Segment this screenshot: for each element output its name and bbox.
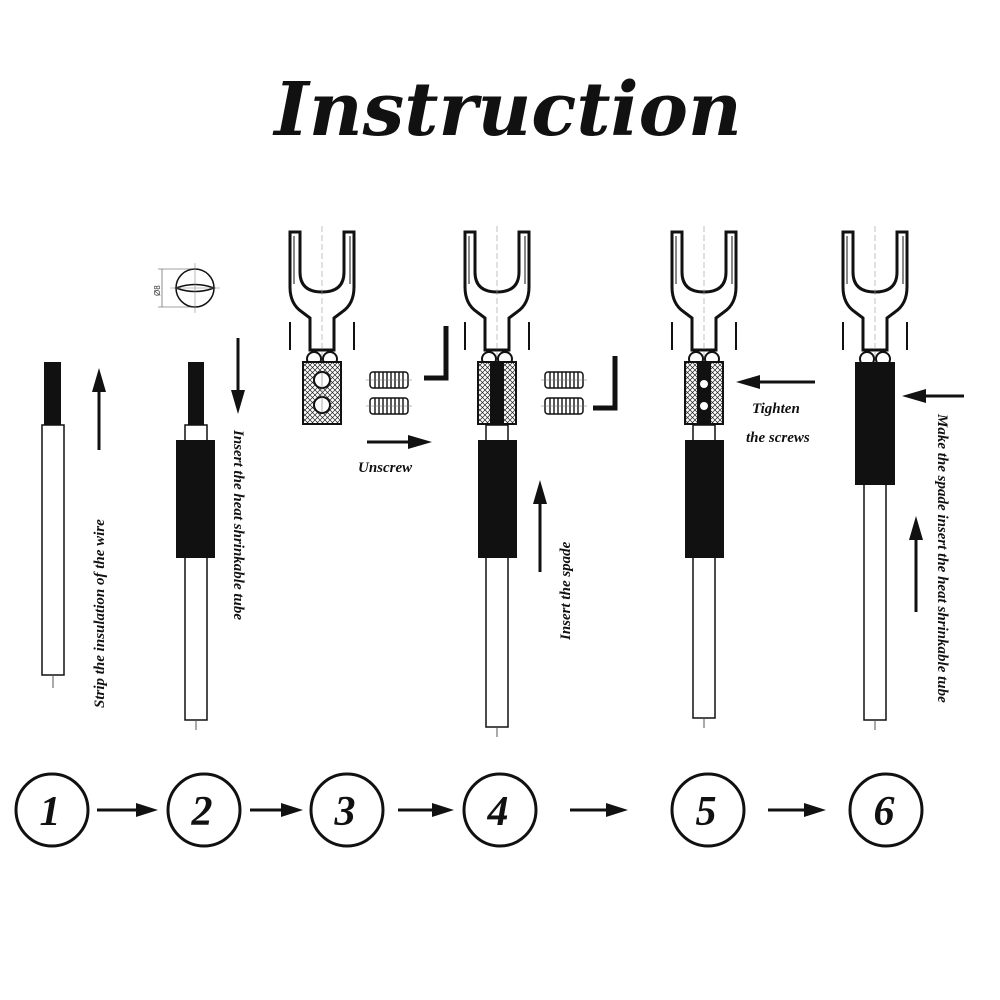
step2-label: Insert the heat shrinkable tube [230, 429, 246, 620]
step1-label: Strip the insulation of the wire [92, 519, 108, 708]
step3-label: Unscrew [358, 460, 413, 476]
step-number-3: 3 [309, 772, 385, 848]
step4-label: Insert the spade [558, 541, 574, 641]
step6-label: Make the spade insert the heat shrinkabl… [934, 413, 950, 703]
step3-spade-terminal [288, 224, 356, 425]
sequence-arrow [570, 803, 628, 817]
step2-arrow-down [231, 338, 245, 414]
step6-assembly [841, 224, 909, 730]
dimension-label: Ø8 [153, 285, 162, 296]
step-number-1: 1 [14, 772, 90, 848]
step3-allen-key [424, 326, 446, 378]
step-number-4: 4 [462, 772, 538, 848]
step4-allen-key [593, 356, 615, 408]
svg-text:1: 1 [40, 789, 61, 835]
sequence-arrow [768, 803, 826, 817]
svg-text:5: 5 [696, 789, 717, 835]
step-number-6: 6 [848, 772, 924, 848]
step3-screws [365, 371, 413, 415]
step5-label-line1: Tighten [752, 401, 800, 417]
step-number-5: 5 [670, 772, 746, 848]
step-number-2: 2 [166, 772, 242, 848]
step3-arrow-right [367, 435, 432, 449]
sequence-arrow [250, 803, 303, 817]
svg-text:2: 2 [191, 789, 213, 835]
step4-screws [540, 371, 588, 415]
step5-assembly [670, 224, 738, 728]
step4-arrow-up [533, 480, 547, 572]
sequence-arrow [398, 803, 454, 817]
sequence-arrow [97, 803, 158, 817]
step1-arrow-up [92, 368, 106, 450]
page-title: Instruction [272, 67, 742, 153]
step5-arrow-left [736, 375, 815, 389]
step5-label-line2: the screws [746, 430, 810, 446]
dimension-circle [158, 263, 220, 313]
step1-wire-stripped [41, 362, 65, 688]
step6-arrow-up [909, 516, 923, 612]
step6-arrow-left [902, 389, 964, 403]
step-sequence: 1 2 3 4 5 [14, 772, 924, 848]
svg-text:6: 6 [874, 789, 895, 835]
svg-text:3: 3 [334, 789, 356, 835]
step4-assembly [463, 224, 531, 737]
svg-text:4: 4 [487, 789, 509, 835]
step2-wire-with-tube [176, 362, 215, 730]
